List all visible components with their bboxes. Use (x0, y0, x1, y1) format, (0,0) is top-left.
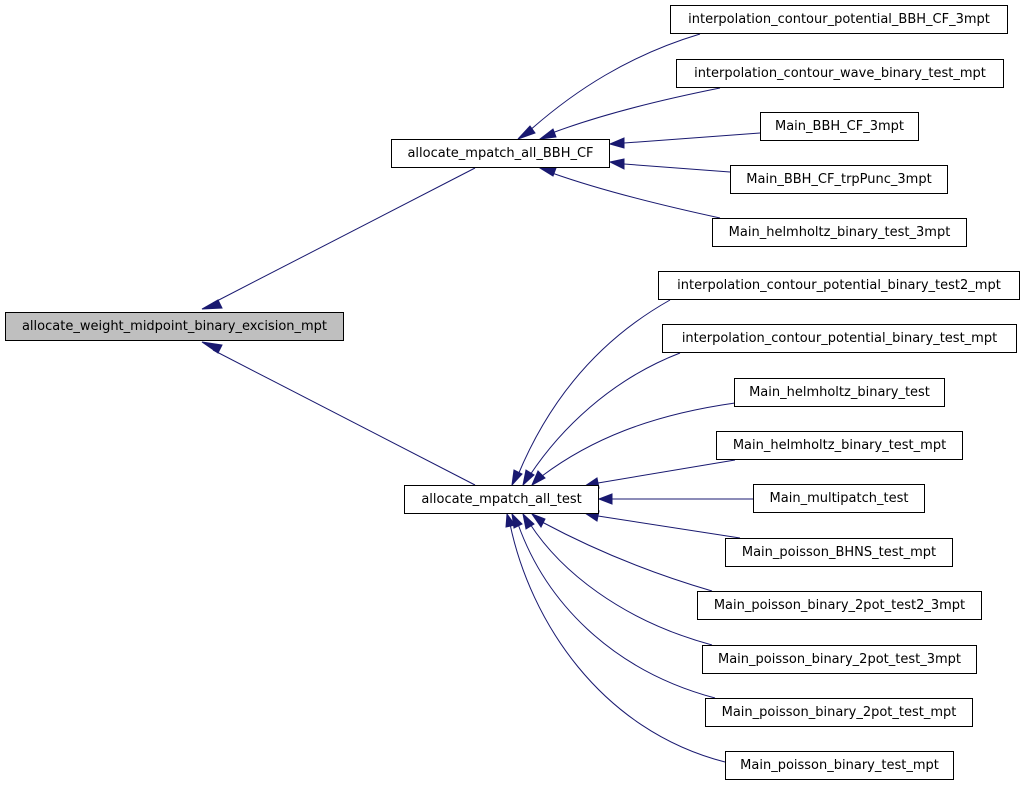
edge-bbhcf-l0 (527, 33, 701, 133)
arrow-test-l7 (530, 470, 546, 487)
node-main-poisson-binary-test-mpt[interactable]: Main_poisson_binary_test_mpt (725, 751, 954, 780)
edge-test-l7 (541, 402, 736, 477)
edge-root-bbhcf (212, 167, 476, 304)
arrow-test-l11 (530, 512, 546, 528)
node-main-poisson-binary-2pot-test-3mpt[interactable]: Main_poisson_binary_2pot_test_3mpt (702, 645, 977, 674)
node-main-multipatch-test[interactable]: Main_multipatch_test (753, 484, 925, 513)
node-main-helmholtz-binary-test-mpt[interactable]: Main_helmholtz_binary_test_mpt (716, 431, 963, 460)
arrow-test-l12 (522, 512, 535, 530)
edge-bbhcf-l1 (551, 87, 721, 134)
arrow-test-l14 (505, 512, 516, 528)
arrow-root-bbhcf (201, 299, 223, 310)
arrow-bbhcf-l0 (517, 125, 536, 140)
edge-test-l6 (529, 352, 681, 476)
arrow-test-l5 (511, 469, 523, 487)
node-interpolation-contour-potential-binary-test-mpt[interactable]: interpolation_contour_potential_binary_t… (662, 324, 1017, 353)
arrow-bbhcf-l4 (538, 167, 557, 177)
edge-bbhcf-l2 (623, 132, 761, 144)
node-main-poisson-binary-2pot-test2-3mpt[interactable]: Main_poisson_binary_2pot_test2_3mpt (697, 591, 982, 620)
node-main-poisson-bhns-test-mpt[interactable]: Main_poisson_BHNS_test_mpt (725, 538, 953, 567)
arrow-root-test (201, 341, 223, 354)
node-main-bbh-cf-trppunc-3mpt[interactable]: Main_BBH_CF_trpPunc_3mpt (730, 165, 948, 194)
node-main-helmholtz-binary-test-3mpt[interactable]: Main_helmholtz_binary_test_3mpt (712, 218, 967, 247)
arrow-test-l13 (511, 512, 523, 529)
edge-test-l13 (517, 523, 716, 699)
node-root: allocate_weight_midpoint_binary_excision… (5, 312, 344, 341)
edge-test-l11 (541, 521, 713, 592)
node-main-bbh-cf-3mpt[interactable]: Main_BBH_CF_3mpt (760, 112, 919, 141)
edge-test-l8 (597, 459, 736, 484)
arrow-bbhcf-l2 (608, 137, 625, 149)
edge-test-l12 (529, 523, 713, 646)
edge-bbhcf-l4 (551, 172, 721, 219)
edge-bbhcf-l3 (623, 163, 731, 173)
node-interpolation-contour-wave-binary-test-mpt[interactable]: interpolation_contour_wave_binary_test_m… (676, 59, 1004, 88)
node-allocate-mpatch-all-test[interactable]: allocate_mpatch_all_test (404, 485, 599, 514)
node-allocate-mpatch-all-bbh-cf[interactable]: allocate_mpatch_all_BBH_CF (391, 139, 610, 168)
node-main-helmholtz-binary-test[interactable]: Main_helmholtz_binary_test (734, 378, 945, 407)
node-main-poisson-binary-2pot-test-mpt[interactable]: Main_poisson_binary_2pot_test_mpt (705, 698, 973, 727)
edge-test-l14 (509, 523, 726, 763)
edge-root-test (212, 349, 476, 486)
arrow-bbhcf-l1 (538, 128, 557, 140)
node-interpolation-contour-potential-binary-test2-mpt[interactable]: interpolation_contour_potential_binary_t… (658, 271, 1020, 300)
arrow-bbhcf-l3 (608, 158, 625, 170)
arrow-test-l9 (597, 493, 613, 505)
edge-test-l5 (517, 299, 671, 476)
edge-test-l10 (597, 515, 741, 539)
node-interpolation-contour-potential-bbh-cf-3mpt[interactable]: interpolation_contour_potential_BBH_CF_3… (670, 5, 1008, 34)
arrow-test-l6 (522, 469, 535, 487)
